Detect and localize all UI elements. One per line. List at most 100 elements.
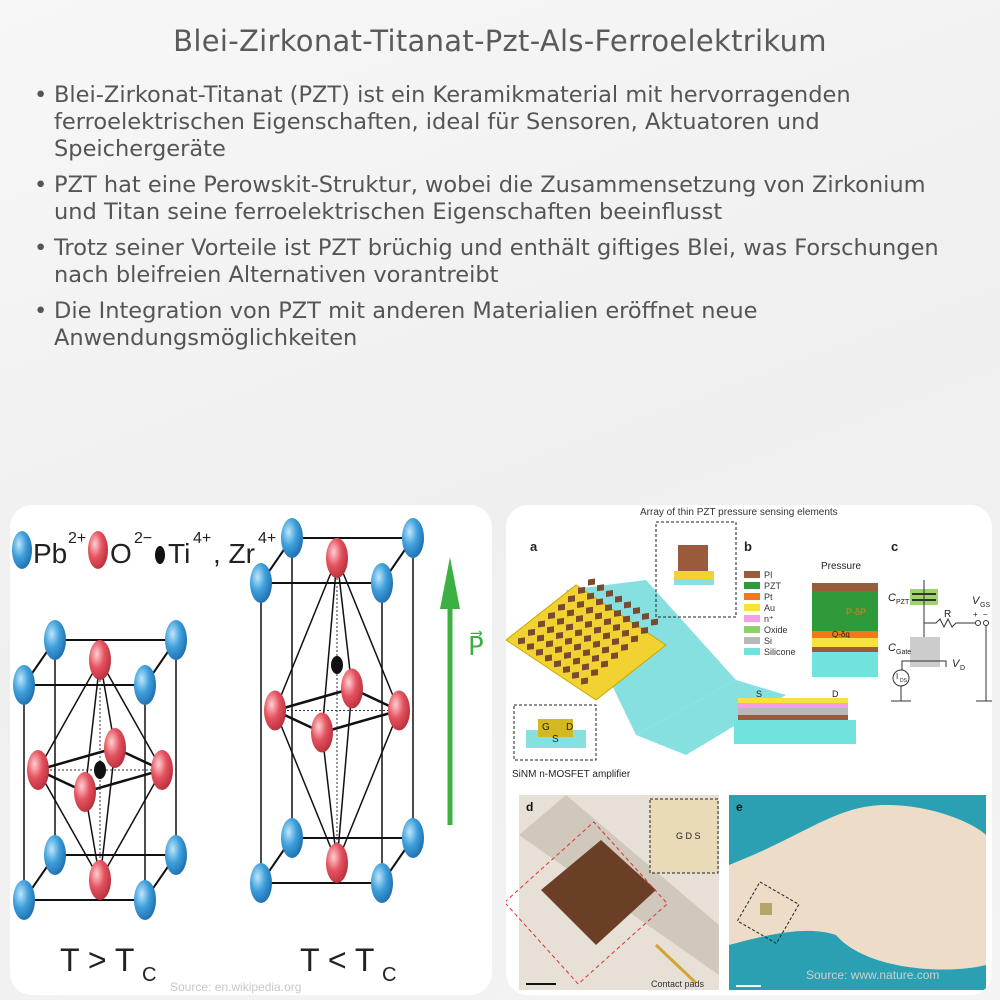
label-above-curie: T > T xyxy=(60,942,134,978)
pb-ion xyxy=(250,863,272,903)
ids-sub: DS xyxy=(900,678,908,684)
sensor-element xyxy=(595,612,602,620)
sensor-element xyxy=(591,669,598,677)
o-ion xyxy=(27,750,49,790)
legend-label: Si xyxy=(764,636,772,646)
legend-o: O xyxy=(110,538,132,569)
sensor-element xyxy=(624,601,631,609)
sensor-element xyxy=(592,654,599,662)
o-ion xyxy=(104,728,126,768)
pb-ion xyxy=(13,665,35,705)
sensor-element xyxy=(547,626,554,634)
sensor-element xyxy=(596,598,603,606)
sensor-element xyxy=(548,612,555,620)
legend-label: Au xyxy=(764,603,775,613)
sensor-element xyxy=(577,601,584,609)
source-credit: Source: en.wikipedia.org xyxy=(170,980,301,994)
o-ion-icon xyxy=(88,531,108,569)
sensor-element xyxy=(584,635,591,643)
sensor-element xyxy=(605,604,612,612)
legend-swatch xyxy=(744,604,760,611)
drain-terminal: D xyxy=(832,689,839,699)
ids-label: I xyxy=(896,672,898,681)
contact-pads-label: Contact pads xyxy=(651,979,705,989)
panel-label-e: e xyxy=(736,800,743,814)
sensor-element xyxy=(572,671,579,679)
perovskite-crystal-figure: Pb 2+ O 2− Ti 4+ , Zr 4+ P⃗ T > T C T < … xyxy=(10,505,492,995)
c-pzt-sub: PZT xyxy=(896,599,910,606)
polarization-arrow: P⃗ xyxy=(440,557,484,825)
legend-zr: , Zr xyxy=(213,538,255,569)
sensor-element xyxy=(528,628,535,636)
sensor-element xyxy=(633,607,640,615)
sensor-element xyxy=(565,637,572,645)
sensor-element xyxy=(588,578,595,586)
sensor-element xyxy=(558,603,565,611)
ti-zr-ion xyxy=(94,761,106,779)
o-ion xyxy=(151,750,173,790)
sensor-element xyxy=(602,646,609,654)
pb-ion xyxy=(134,880,156,920)
caption-mosfet: SiNM n-MOSFET amplifier xyxy=(512,769,631,780)
pb-ion xyxy=(402,518,424,558)
sensor-element xyxy=(613,623,620,631)
pb-ion xyxy=(44,835,66,875)
legend-swatch xyxy=(744,582,760,589)
pb-ion xyxy=(44,620,66,660)
legend-swatch xyxy=(744,571,760,578)
sensor-element xyxy=(586,606,593,614)
p-delta-label: P-δP xyxy=(846,607,866,617)
sensor-element xyxy=(612,638,619,646)
mosfet-s: S xyxy=(552,734,559,745)
bullet-item: •Blei-Zirkonat-Titanat (PZT) ist ein Ker… xyxy=(30,82,970,163)
sensor-element xyxy=(597,584,604,592)
sensor-element xyxy=(623,615,630,623)
q-delta-label: Q-δq xyxy=(832,630,850,639)
tetragonal-cell-below-curie xyxy=(250,518,424,903)
pb-ion xyxy=(165,620,187,660)
sensor-element xyxy=(582,663,589,671)
pb-ion xyxy=(165,835,187,875)
sensor-element xyxy=(642,612,649,620)
bullet-icon: • xyxy=(34,172,48,198)
c-gate-sub: Gate xyxy=(896,649,911,656)
sensor-element xyxy=(587,592,594,600)
cubic-cell-above-curie xyxy=(13,620,187,920)
sensor-element xyxy=(576,615,583,623)
sensor-element xyxy=(614,609,621,617)
legend-label: n⁺ xyxy=(764,614,774,624)
legend-swatch xyxy=(744,615,760,622)
c-pzt-label: C xyxy=(888,592,896,604)
vd-sub: D xyxy=(960,665,965,672)
source-terminal: S xyxy=(756,689,762,699)
sensor-element xyxy=(518,637,525,645)
vgs-sub: GS xyxy=(980,602,990,609)
legend-label: Pt xyxy=(764,592,773,602)
sensor-element xyxy=(611,652,618,660)
pb-ion xyxy=(134,665,156,705)
panel-label-b: b xyxy=(744,539,752,554)
pb-ion xyxy=(13,880,35,920)
legend-zr-charge: 4+ xyxy=(258,530,276,547)
sensor-element xyxy=(538,620,545,628)
inset-gds-label: G D S xyxy=(676,831,701,841)
legend-swatch xyxy=(744,648,760,655)
sensor-element xyxy=(527,643,534,651)
polarization-label: P⃗ xyxy=(468,630,484,661)
bullet-item: •Trotz seiner Vorteile ist PZT brüchig u… xyxy=(30,235,970,289)
sensor-element xyxy=(641,627,648,635)
sensor-element xyxy=(568,595,575,603)
o-ion xyxy=(89,640,111,680)
resistor-label: R xyxy=(944,609,951,620)
pressure-label: Pressure xyxy=(821,561,861,572)
sensor-element xyxy=(585,620,592,628)
sensor-element xyxy=(632,621,639,629)
sensor-element xyxy=(575,629,582,637)
o-ion xyxy=(326,538,348,578)
bullet-text: Trotz seiner Vorteile ist PZT brüchig un… xyxy=(54,235,939,288)
sensor-element xyxy=(581,677,588,685)
pzt-sensor-figure: Array of thin PZT pressure sensing eleme… xyxy=(506,505,992,995)
c-gate-label: C xyxy=(888,642,896,654)
sensor-element xyxy=(651,618,658,626)
